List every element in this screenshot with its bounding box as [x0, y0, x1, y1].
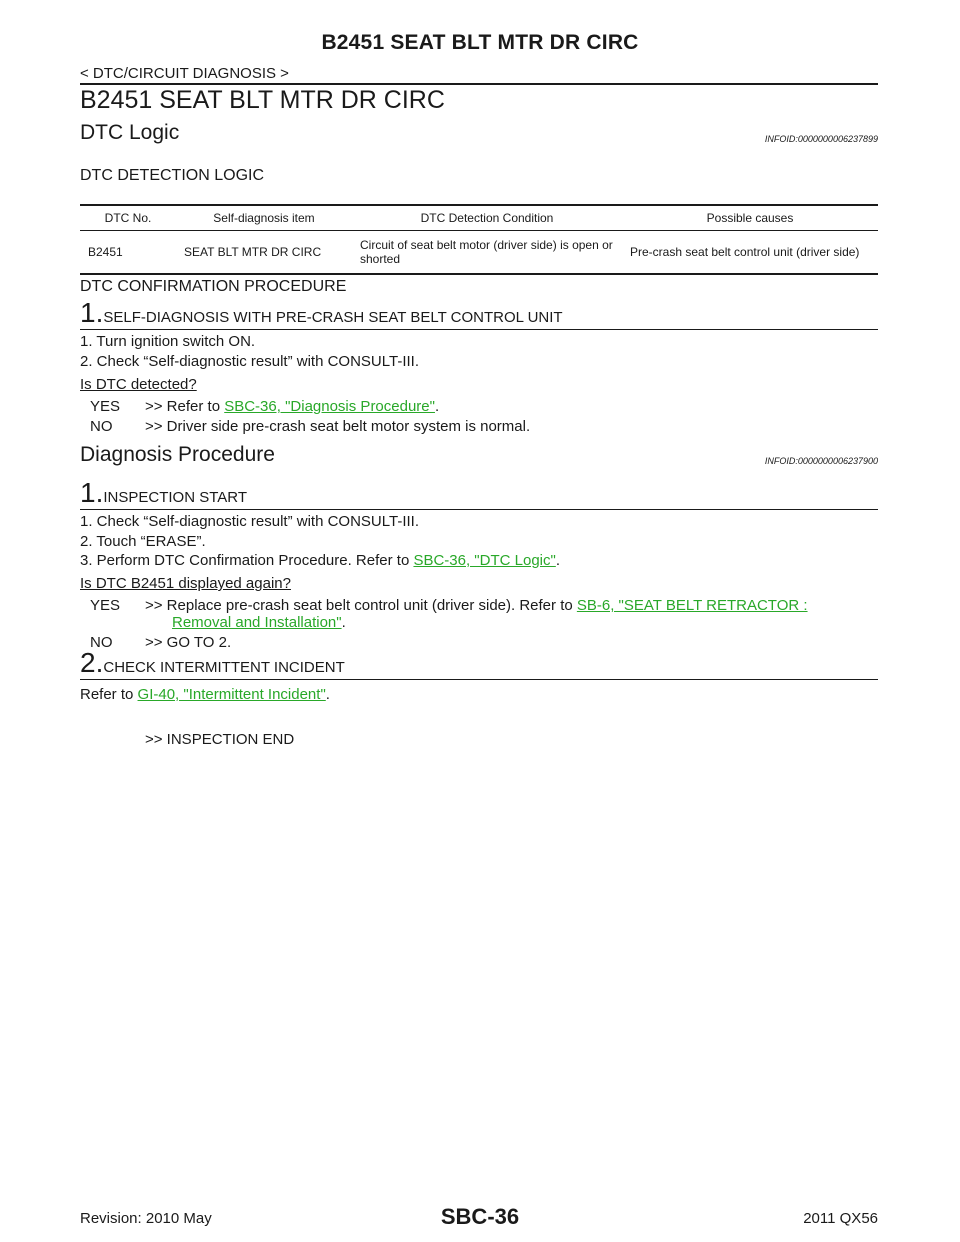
yes-action-continued: Removal and Installation". [172, 614, 346, 631]
list-item: 2. Check “Self-diagnostic result” with C… [80, 353, 419, 370]
page-header-title: B2451 SEAT BLT MTR DR CIRC [321, 31, 639, 54]
punctuation: . [341, 614, 346, 631]
column-header: DTC Detection Condition [352, 204, 622, 231]
table-cell: Pre-crash seat belt control unit (driver… [622, 230, 878, 275]
diagnosis-step-2-title: 2.CHECK INTERMITTENT INCIDENT [80, 647, 345, 679]
dtc-table: DTC No. Self-diagnosis item DTC Detectio… [80, 204, 878, 275]
list-item: 2. Touch “ERASE”. [80, 533, 206, 550]
revision-label: Revision: 2010 May [80, 1210, 212, 1227]
refer-text: Refer to [80, 686, 138, 703]
section-title: B2451 SEAT BLT MTR DR CIRC [80, 86, 445, 114]
yes-action-text: >> Refer to [145, 398, 225, 415]
step-title: SELF-DIAGNOSIS WITH PRE-CRASH SEAT BELT … [103, 309, 563, 326]
diagnosis-infoid: INFOID:0000000006237900 [764, 456, 878, 466]
table-cell: B2451 [80, 230, 176, 275]
header-divider [80, 83, 878, 85]
intermittent-incident-link[interactable]: GI-40, "Intermittent Incident" [137, 686, 326, 703]
yes-action-text: >> Replace pre-crash seat belt control u… [145, 597, 577, 614]
model-label: 2011 QX56 [803, 1210, 878, 1227]
list-item: 1. Turn ignition switch ON. [80, 333, 256, 350]
refer-line: Refer to GI-40, "Intermittent Incident". [80, 686, 330, 703]
yes-label: YES [90, 398, 121, 415]
breadcrumb: < DTC/CIRCUIT DIAGNOSIS > [80, 65, 289, 82]
dtc-logic-heading: DTC Logic [80, 121, 180, 144]
punctuation: . [325, 686, 330, 703]
step-title: INSPECTION START [103, 489, 247, 506]
inspection-end: >> INSPECTION END [145, 731, 295, 748]
confirmation-procedure-heading: DTC CONFIRMATION PROCEDURE [80, 278, 347, 295]
removal-installation-link[interactable]: Removal and Installation" [172, 614, 342, 631]
table-row: B2451 SEAT BLT MTR DR CIRC Circuit of se… [80, 230, 878, 275]
no-action: >> Driver side pre-crash seat belt motor… [145, 418, 531, 435]
detection-logic-heading: DTC DETECTION LOGIC [80, 167, 265, 184]
punctuation: . [555, 552, 560, 569]
list-item: 1. Check “Self-diagnostic result” with C… [80, 513, 419, 530]
step-number: 1. [80, 297, 104, 328]
diagnosis-step-1-title: 1.INSPECTION START [80, 477, 247, 509]
punctuation: . [434, 398, 440, 415]
step-title: CHECK INTERMITTENT INCIDENT [103, 659, 345, 676]
yes-action: >> Refer to SBC-36, "Diagnosis Procedure… [145, 398, 439, 415]
table-cell: Circuit of seat belt motor (driver side)… [352, 230, 622, 275]
column-header: Possible causes [622, 204, 878, 231]
no-label: NO [90, 634, 113, 651]
step-divider [80, 329, 878, 330]
step-number: 1. [80, 477, 104, 508]
step-divider [80, 679, 878, 680]
seat-belt-retractor-link[interactable]: SB-6, "SEAT BELT RETRACTOR : [576, 597, 808, 614]
list-item-text: 3. Perform DTC Confirmation Procedure. R… [80, 552, 414, 569]
column-header: Self-diagnosis item [176, 204, 352, 231]
decision-question: Is DTC detected? [80, 376, 197, 393]
step-number: 2. [80, 647, 104, 678]
diagnosis-procedure-link[interactable]: SBC-36, "Diagnosis Procedure" [224, 398, 435, 415]
page-number: SBC-36 [440, 1204, 520, 1229]
dtc-logic-link[interactable]: SBC-36, "DTC Logic" [413, 552, 556, 569]
diagnosis-procedure-heading: Diagnosis Procedure [80, 443, 275, 466]
no-action: >> GO TO 2. [145, 634, 232, 651]
table-header-row: DTC No. Self-diagnosis item DTC Detectio… [80, 204, 878, 231]
dtc-logic-infoid: INFOID:0000000006237899 [764, 134, 878, 144]
table-cell: SEAT BLT MTR DR CIRC [176, 230, 352, 275]
step-divider [80, 509, 878, 510]
column-header: DTC No. [80, 204, 176, 231]
yes-label: YES [90, 597, 121, 614]
no-label: NO [90, 418, 113, 435]
confirmation-step-1-title: 1.SELF-DIAGNOSIS WITH PRE-CRASH SEAT BEL… [80, 297, 563, 329]
list-item: 3. Perform DTC Confirmation Procedure. R… [80, 552, 560, 569]
yes-action: >> Replace pre-crash seat belt control u… [145, 597, 808, 614]
decision-question: Is DTC B2451 displayed again? [80, 575, 291, 592]
